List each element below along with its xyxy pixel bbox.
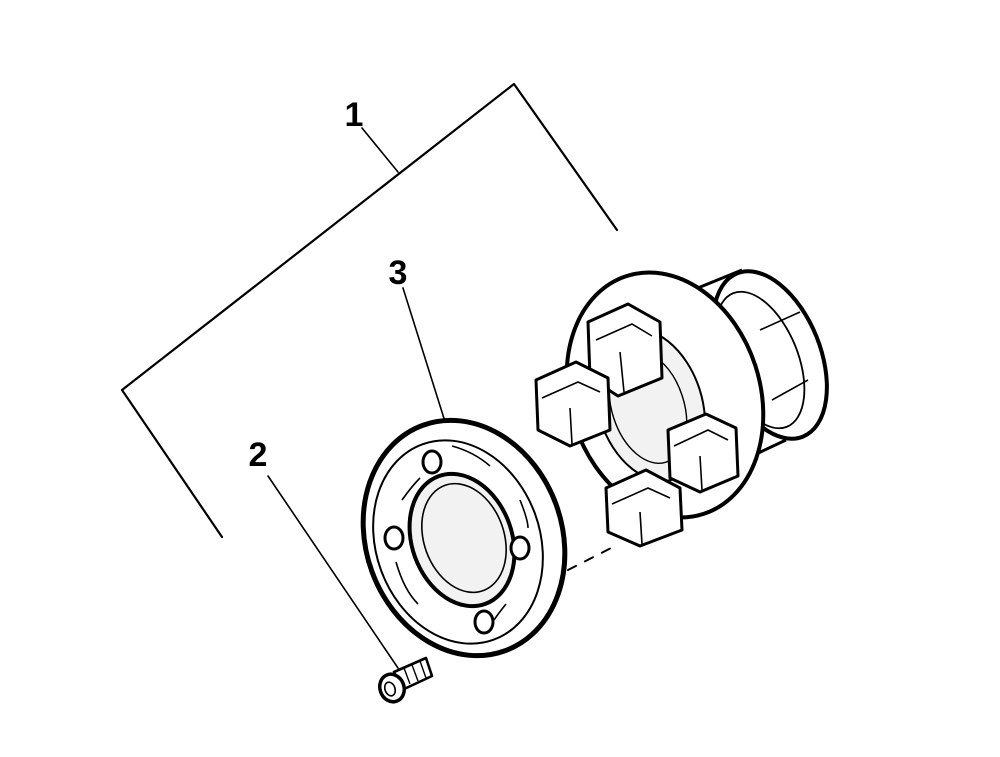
- coupling-hub: [534, 268, 829, 548]
- socket-screw: [377, 656, 434, 704]
- leader-line-flange: [402, 287, 448, 429]
- bolt-hole: [509, 535, 531, 561]
- leader-line-screw: [267, 475, 399, 669]
- bolt-hole: [421, 449, 443, 475]
- assembly-axis-dashes: [567, 545, 616, 571]
- assembly-bracket: [120, 82, 619, 539]
- hub-claw-right: [666, 412, 740, 494]
- bolt-hole: [383, 525, 405, 551]
- hub-claw-bottom: [604, 468, 684, 548]
- callout-3: 3: [389, 254, 408, 292]
- callout-2: 2: [249, 436, 268, 474]
- bolt-hole: [473, 609, 495, 635]
- hub-claw-left: [534, 360, 612, 448]
- callout-1: 1: [345, 96, 364, 134]
- flange-bolt-holes: [383, 449, 531, 635]
- screw-head: [377, 672, 407, 704]
- flange-ring: [360, 417, 568, 659]
